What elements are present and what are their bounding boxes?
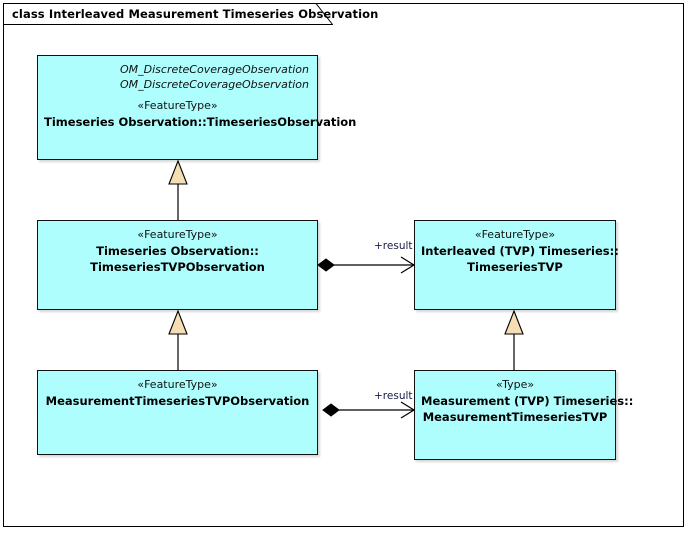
class-box-timeseries-tvp[interactable]: «FeatureType» Interleaved (TVP) Timeseri…: [414, 220, 619, 310]
inherited-attributes-list: OM_DiscreteCoverageObservation OM_Discre…: [38, 56, 317, 92]
class-stereotype: «FeatureType»: [137, 378, 218, 391]
class-heading: «FeatureType» Timeseries Observation::Ti…: [38, 92, 357, 130]
inherited-attribute: OM_DiscreteCoverageObservation: [119, 63, 309, 76]
class-name-line: TimeseriesTVP: [467, 260, 563, 274]
class-box-timeseries-tvp-observation[interactable]: «FeatureType» Timeseries Observation:: T…: [37, 220, 318, 310]
association-role-label-result-bottom: +result: [374, 390, 413, 402]
class-name-line: Measurement (TVP) Timeseries::: [421, 394, 634, 408]
class-stereotype: «Type»: [495, 378, 535, 391]
class-heading: «FeatureType» Interleaved (TVP) Timeseri…: [415, 221, 619, 275]
class-name-line: MeasurementTimeseriesTVPObservation: [45, 394, 310, 408]
class-heading: «FeatureType» Timeseries Observation:: T…: [38, 221, 317, 275]
class-name-line: Timeseries Observation::: [96, 244, 259, 258]
class-name-line: TimeseriesTVPObservation: [90, 260, 265, 274]
class-stereotype: «FeatureType»: [474, 228, 556, 241]
title-tab-shape: [3, 3, 333, 25]
class-stereotype: «FeatureType»: [137, 228, 218, 241]
diagram-title-label: class Interleaved Measurement Timeseries…: [12, 7, 379, 21]
class-heading: «Type» Measurement (TVP) Timeseries:: Me…: [415, 371, 634, 425]
class-box-measurement-timeseries-tvp-observation[interactable]: «FeatureType» MeasurementTimeseriesTVPOb…: [37, 370, 318, 455]
class-name-line: Timeseries Observation::TimeseriesObserv…: [44, 115, 357, 129]
class-box-timeseries-observation[interactable]: OM_DiscreteCoverageObservation OM_Discre…: [37, 55, 357, 160]
inherited-attribute: OM_DiscreteCoverageObservation: [119, 78, 309, 91]
class-name-line: Interleaved (TVP) Timeseries::: [421, 244, 619, 258]
class-heading: «FeatureType» MeasurementTimeseriesTVPOb…: [38, 371, 317, 409]
association-role-label-result-top: +result: [374, 240, 413, 252]
class-box-measurement-timeseries-tvp[interactable]: «Type» Measurement (TVP) Timeseries:: Me…: [414, 370, 634, 460]
class-name-line: MeasurementTimeseriesTVP: [422, 410, 608, 424]
class-stereotype: «FeatureType»: [137, 99, 218, 112]
